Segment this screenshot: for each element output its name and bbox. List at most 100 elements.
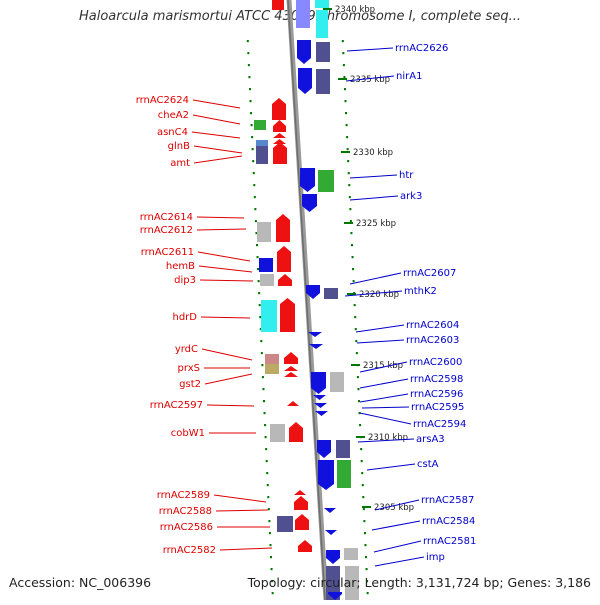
tick-rail-outer-right <box>359 424 362 427</box>
gene-block <box>259 258 273 272</box>
tick-rail-outer-right <box>348 184 351 187</box>
tick-rail-outer-right <box>352 268 355 271</box>
right-leader-line <box>344 290 403 297</box>
left-leader-line <box>193 145 243 154</box>
right-gene-label: rrnAC2600 <box>409 357 462 368</box>
right-leader-line <box>374 499 420 511</box>
forward-gene-chevron <box>284 372 298 377</box>
reverse-gene-chevron <box>309 344 323 349</box>
tick-rail-inner-left <box>253 196 256 199</box>
forward-gene-arrow <box>278 274 292 286</box>
gene-block <box>257 222 271 242</box>
scale-label: 2315 kbp <box>363 361 403 371</box>
tick-rail-inner-left <box>248 76 251 79</box>
tick-rail-outer-right <box>366 592 369 595</box>
tick-rail-inner-left <box>257 268 260 271</box>
right-gene-label: rrnAC2595 <box>411 402 464 413</box>
forward-gene-arrow <box>276 214 290 242</box>
tick-rail-outer-right <box>357 388 360 391</box>
left-leader-line <box>192 114 241 125</box>
tick-rail-inner-left <box>262 388 265 391</box>
left-gene-label: hdrD <box>173 312 198 323</box>
tick-rail-inner-left <box>271 592 274 595</box>
reverse-gene-arrow <box>298 68 312 94</box>
tick-rail-outer-right <box>342 52 345 55</box>
right-leader-line <box>349 195 399 201</box>
right-gene-label: htr <box>399 170 414 181</box>
tick-rail-inner-left <box>248 88 251 91</box>
right-gene-label: rrnAC2604 <box>406 320 459 331</box>
tick-rail-outer-right <box>363 532 366 535</box>
left-leader-line <box>197 251 251 262</box>
reverse-gene-arrow <box>311 372 326 394</box>
tick-rail-outer-right <box>361 472 364 475</box>
left-leader-line <box>200 316 251 319</box>
tick-rail-outer-right <box>351 256 354 259</box>
tick-rail-outer-right <box>358 412 361 415</box>
forward-gene-arrow <box>298 540 312 552</box>
tick-rail-inner-left <box>254 220 257 223</box>
tick-rail-inner-left <box>255 232 258 235</box>
reverse-gene-chevron <box>308 332 322 337</box>
tick-rail-outer-right <box>346 136 349 139</box>
left-gene-label: rrnAC2589 <box>157 490 210 501</box>
left-leader-line <box>196 228 247 231</box>
tick-rail-outer-right <box>345 124 348 127</box>
reverse-gene-chevron <box>315 411 328 416</box>
left-leader-line <box>193 155 243 164</box>
forward-gene-arrow <box>272 98 286 120</box>
gene-block <box>316 42 330 62</box>
tick-rail-inner-left <box>257 280 260 283</box>
tick-rail-outer-right <box>345 112 348 115</box>
tick-rail-inner-left <box>247 64 250 67</box>
tick-rail-outer-right <box>350 232 353 235</box>
tick-rail-inner-left <box>264 424 267 427</box>
tick-rail-outer-right <box>347 172 350 175</box>
right-gene-label: rrnAC2587 <box>421 495 474 506</box>
reverse-gene-arrow <box>318 460 334 490</box>
tick-rail-outer-right <box>364 544 367 547</box>
forward-gene-chevron <box>294 490 306 495</box>
reverse-gene-chevron <box>324 508 336 513</box>
left-gene-label: glnB <box>168 141 190 152</box>
right-gene-label: rrnAC2607 <box>403 268 456 279</box>
reverse-gene-arrow <box>317 440 331 458</box>
tick-rail-outer-right <box>355 340 358 343</box>
left-gene-label: rrnAC2586 <box>160 522 213 533</box>
tick-rail-inner-left <box>250 112 253 115</box>
right-gene-label: nirA1 <box>396 71 422 82</box>
forward-gene-arrow <box>277 246 291 272</box>
left-gene-label: cobW1 <box>171 428 205 439</box>
right-leader-line <box>374 556 425 567</box>
tick-rail-inner-left <box>254 208 257 211</box>
left-gene-label: gst2 <box>179 379 201 390</box>
left-gene-label: hemB <box>166 261 195 272</box>
reverse-gene-chevron <box>325 530 337 535</box>
left-leader-line <box>213 494 267 503</box>
left-gene-label: rrnAC2614 <box>140 212 193 223</box>
left-gene-label: rrnAC2611 <box>141 247 194 258</box>
tick-rail-outer-right <box>362 508 365 511</box>
right-gene-label: ark3 <box>400 191 422 202</box>
tick-rail-inner-left <box>252 160 255 163</box>
tick-rail-outer-right <box>355 352 358 355</box>
gene-block <box>315 0 329 8</box>
gene-block <box>344 548 358 560</box>
right-gene-label: rrnAC2598 <box>410 374 463 385</box>
gene-block <box>324 288 338 299</box>
right-leader-line <box>356 339 405 344</box>
forward-gene-arrow <box>289 422 303 442</box>
tick-rail-outer-right <box>346 148 349 151</box>
scale-label: 2320 kbp <box>359 290 399 300</box>
genome-summary: Topology: circular; Length: 3,131,724 bp… <box>247 575 591 590</box>
forward-gene-arrow <box>294 496 308 510</box>
tick-rail-inner-left <box>267 496 270 499</box>
right-leader-line <box>345 75 395 82</box>
tick-rail-outer-right <box>356 376 359 379</box>
tick-rail-inner-left <box>260 352 263 355</box>
right-gene-label: rrnAC2626 <box>395 43 448 54</box>
left-leader-line <box>219 547 273 551</box>
tick-rail-outer-right <box>354 316 357 319</box>
right-leader-line <box>359 412 412 425</box>
reverse-gene-arrow <box>302 194 317 212</box>
